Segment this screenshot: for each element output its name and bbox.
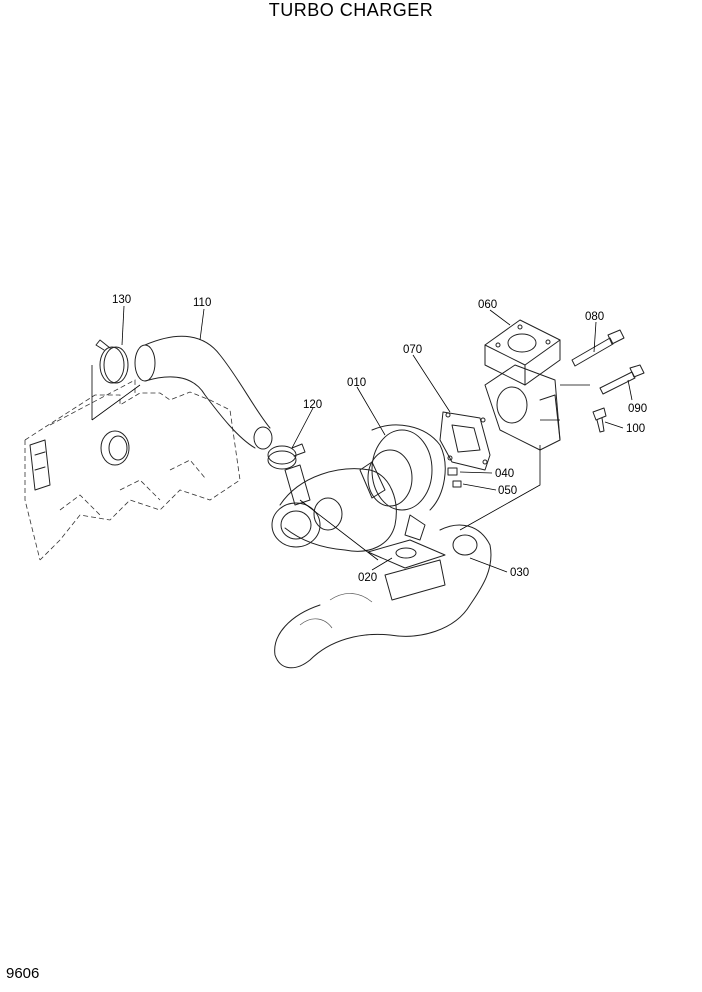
page-number: 9606 xyxy=(6,965,40,982)
page-title: TURBO CHARGER xyxy=(268,0,434,20)
callout-070: 070 xyxy=(403,344,422,356)
bolt-090 xyxy=(599,364,645,395)
bolt-100 xyxy=(592,407,607,433)
turbo-charger-010 xyxy=(271,424,446,552)
flange-060 xyxy=(484,319,561,386)
callout-050: 050 xyxy=(498,485,517,497)
stud-050 xyxy=(452,480,462,488)
exhaust-manifold-030 xyxy=(274,524,492,669)
callout-020: 020 xyxy=(358,572,377,584)
callout-110: 110 xyxy=(193,297,211,309)
engine-block-outline xyxy=(24,379,241,561)
gasket-070 xyxy=(439,411,491,471)
gasket-020 xyxy=(367,539,446,569)
callout-040: 040 xyxy=(495,468,514,480)
hose-clamp-130 xyxy=(95,339,129,384)
callout-090: 090 xyxy=(628,403,647,415)
leader-lines xyxy=(91,305,633,573)
hose-pipe-110 xyxy=(134,335,273,450)
callout-120: 120 xyxy=(303,399,322,411)
callout-080: 080 xyxy=(585,311,604,323)
callout-010: 010 xyxy=(347,377,366,389)
callout-100: 100 xyxy=(626,423,645,435)
callout-030: 030 xyxy=(510,567,529,579)
exhaust-elbow xyxy=(484,364,561,451)
hose-clamp-120 xyxy=(267,443,306,470)
callout-130: 130 xyxy=(112,294,131,306)
callout-060: 060 xyxy=(478,299,497,311)
nut-040 xyxy=(447,467,458,476)
bolt-080 xyxy=(571,329,625,367)
